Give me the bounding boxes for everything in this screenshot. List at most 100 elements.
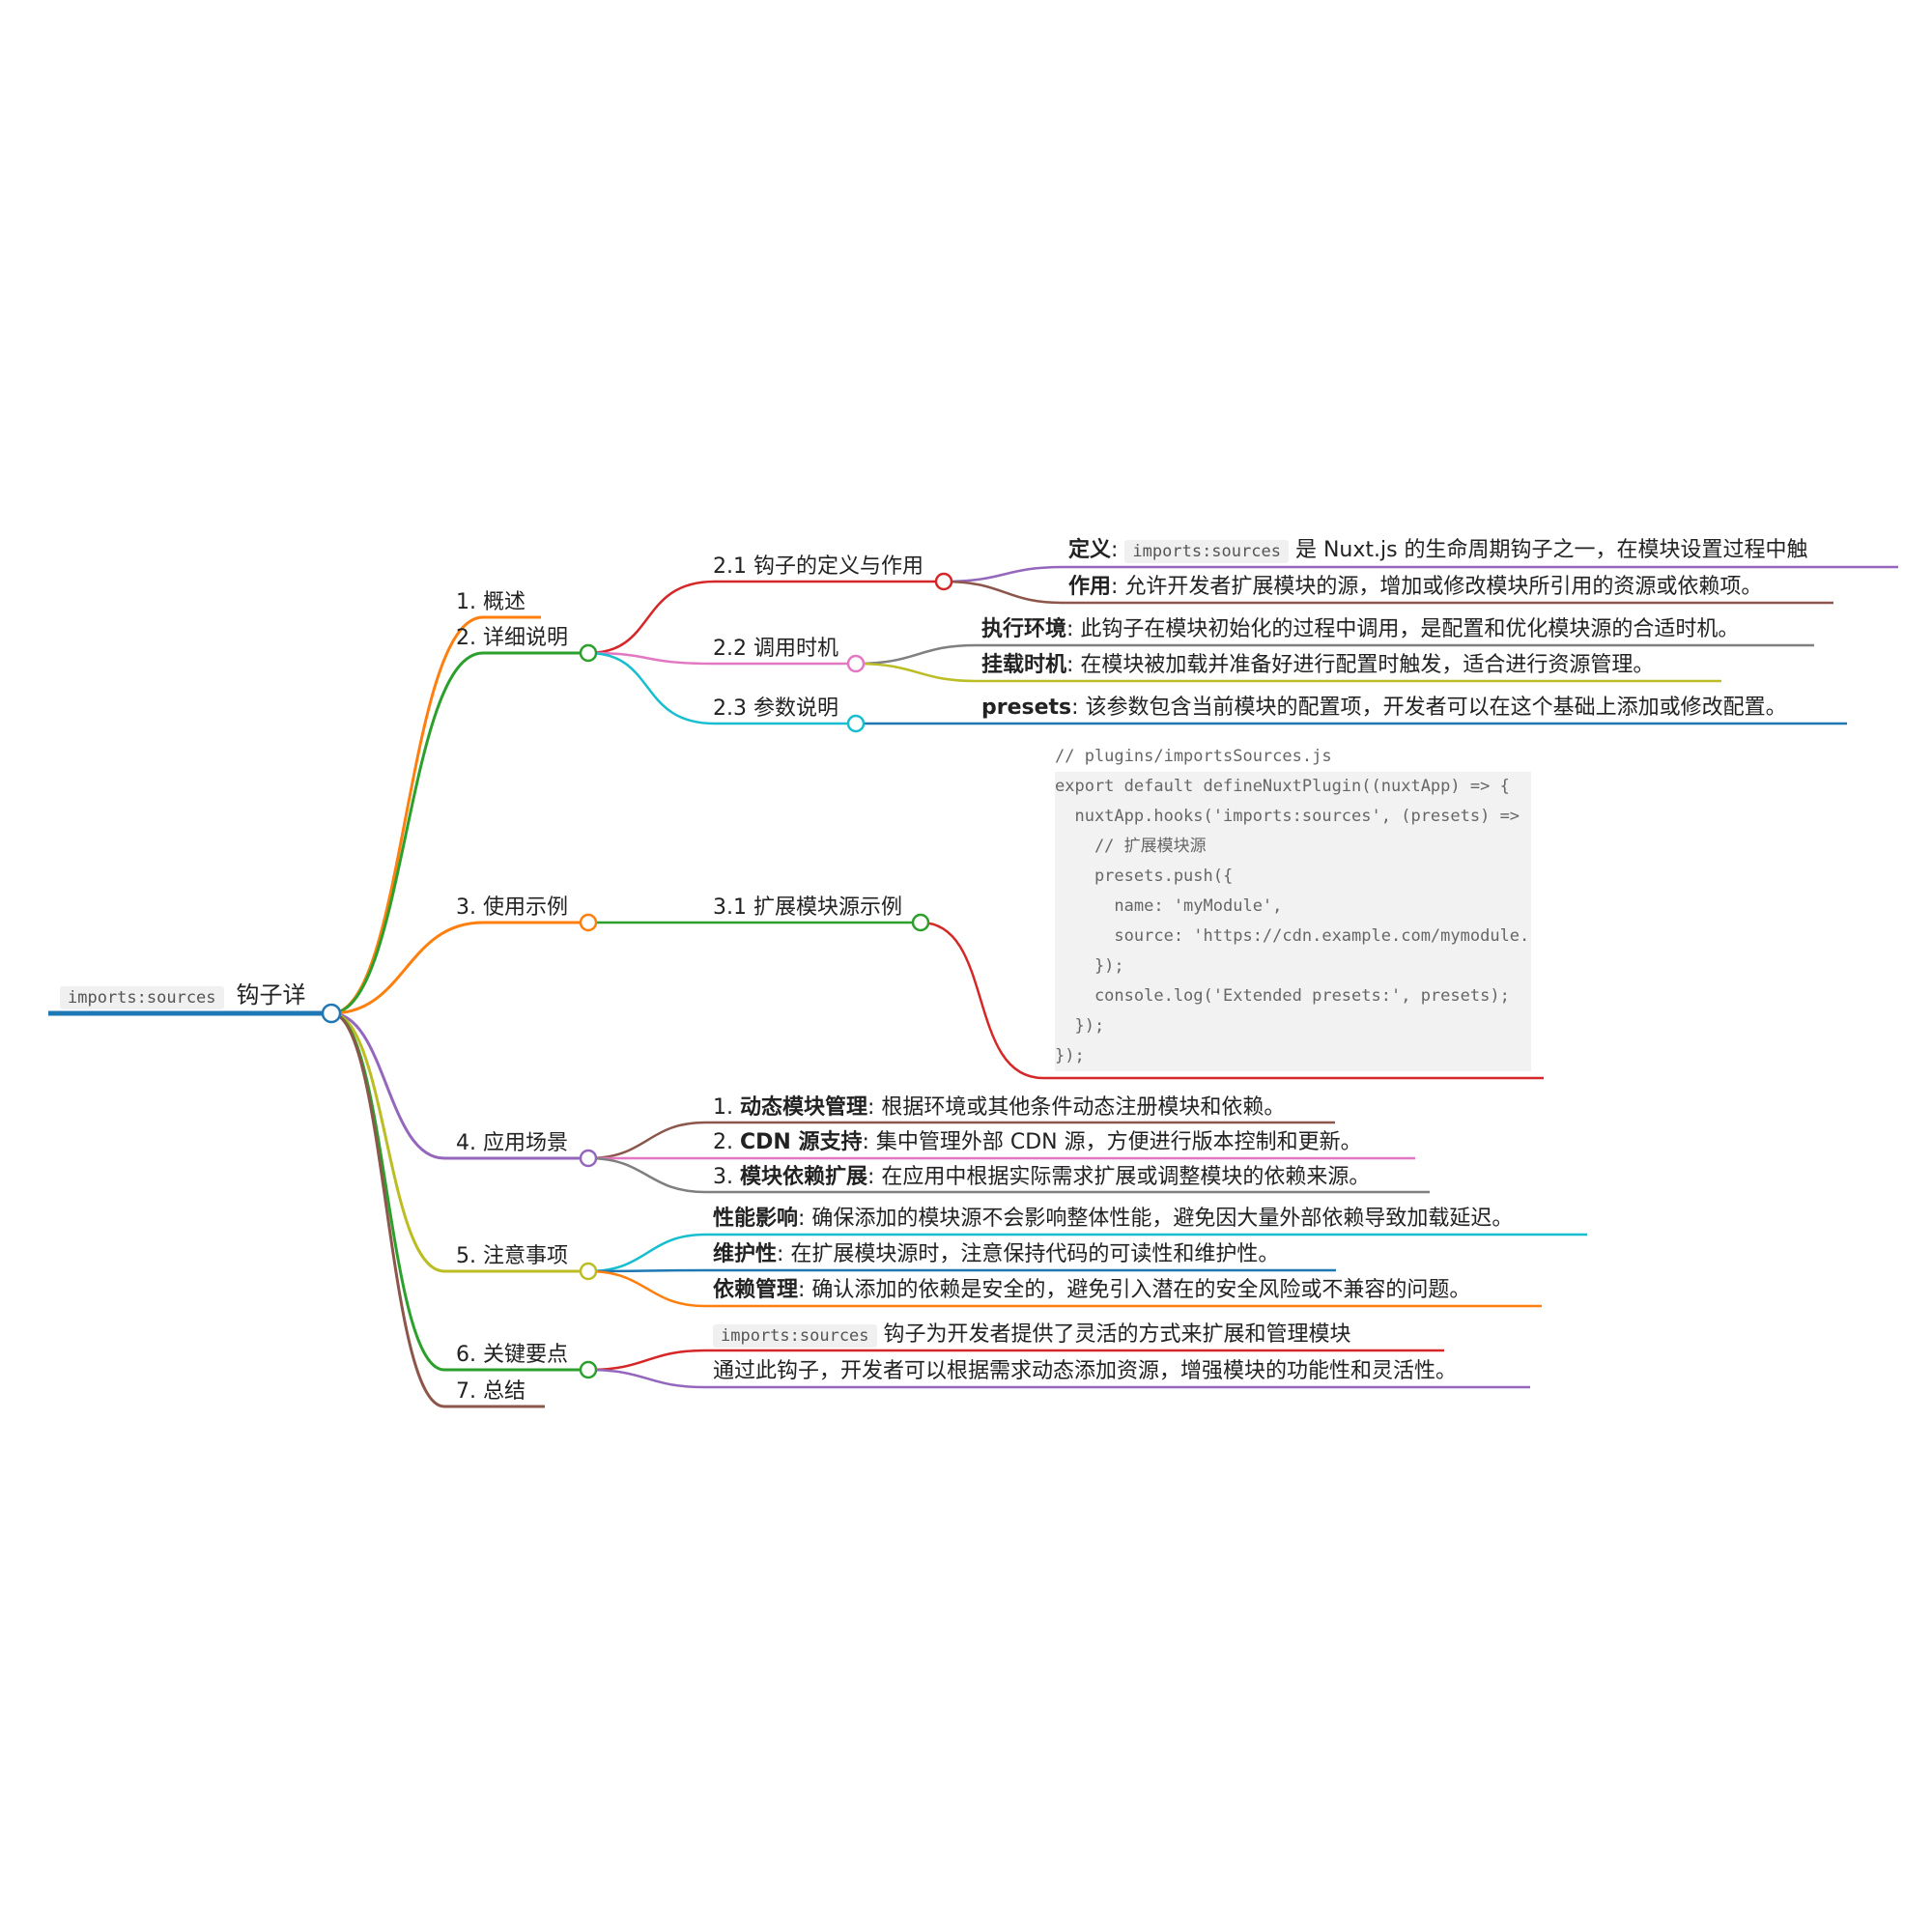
- item-bold: CDN 源支持: [739, 1130, 863, 1154]
- root-title[interactable]: imports:sources 钩子详: [60, 981, 306, 1011]
- link-6-b: [587, 1368, 1530, 1389]
- node-2-2: [846, 654, 866, 673]
- node-root: [321, 1003, 342, 1024]
- link-3-1-code: [920, 921, 1544, 1080]
- item-2-1-purpose[interactable]: 作用: 允许开发者扩展模块的源，增加或修改模块所引用的资源或依赖项。: [1068, 574, 1762, 601]
- item-bold: 维护性: [713, 1242, 778, 1266]
- branch-2-label[interactable]: 2. 详细说明: [456, 626, 568, 650]
- node-3-1-label[interactable]: 3.1 扩展模块源示例: [713, 895, 902, 920]
- code-line: // plugins/importsSources.js: [1055, 747, 1332, 766]
- item-prefix: 3.: [713, 1165, 740, 1189]
- item-6-1[interactable]: imports:sources 钩子为开发者提供了灵活的方式来扩展和管理模块: [713, 1321, 1351, 1350]
- item-bold: 动态模块管理: [739, 1095, 867, 1120]
- item-text: : 集中管理外部 CDN 源，方便进行版本控制和更新。: [862, 1130, 1362, 1154]
- link-5-a: [587, 1233, 1587, 1273]
- root-text: 钩子详: [236, 981, 306, 1009]
- link-branch-7: [330, 1011, 545, 1408]
- link-2-1-b: [943, 580, 1833, 605]
- link-2-2: [587, 651, 856, 666]
- node-2-1-label[interactable]: 2.1 钩子的定义与作用: [713, 554, 923, 579]
- link-branch-4: [330, 1011, 588, 1160]
- link-5-c: [587, 1269, 1542, 1308]
- item-bold: 依赖管理: [713, 1278, 799, 1302]
- item-text: 钩子为开发者提供了灵活的方式来扩展和管理模块: [883, 1322, 1351, 1347]
- link-2-1-a: [943, 565, 1898, 583]
- branch-3-label[interactable]: 3. 使用示例: [456, 895, 568, 920]
- item-4-1[interactable]: 1. 动态模块管理: 根据环境或其他条件动态注册模块和依赖。: [713, 1094, 1285, 1122]
- item-bold: presets: [981, 696, 1072, 720]
- item-text: 通过此钩子，开发者可以根据需求动态添加资源，增强模块的功能性和灵活性。: [713, 1359, 1458, 1383]
- node-branch-3: [579, 913, 598, 932]
- link-5-b: [587, 1268, 1336, 1273]
- item-bold: 作用: [1068, 575, 1112, 599]
- code-line: presets.push({: [1055, 862, 1531, 892]
- code-line: source: 'https://cdn.example.com/mymodul…: [1055, 922, 1531, 952]
- item-2-1-definition[interactable]: 定义: imports:sources 是 Nuxt.js 的生命周期钩子之一，…: [1068, 538, 1808, 563]
- code-line: console.log('Extended presets:', presets…: [1055, 981, 1531, 1011]
- link-2-2-a: [855, 643, 1814, 666]
- inline-code: imports:sources: [713, 1324, 877, 1348]
- item-bold: 性能影响: [713, 1207, 799, 1231]
- item-text: 是 Nuxt.js 的生命周期钩子之一，在模块设置过程中触: [1294, 538, 1808, 562]
- link-6-a: [587, 1349, 1444, 1372]
- branch-4-label[interactable]: 4. 应用场景: [456, 1131, 568, 1155]
- item-4-3[interactable]: 3. 模块依赖扩展: 在应用中根据实际需求扩展或调整模块的依赖来源。: [713, 1164, 1370, 1191]
- branch-6-label[interactable]: 6. 关键要点: [456, 1343, 568, 1367]
- item-text: : 在扩展模块源时，注意保持代码的可读性和维护性。: [777, 1242, 1280, 1266]
- item-bold: 挂载时机: [981, 653, 1067, 677]
- node-branch-6: [579, 1360, 598, 1379]
- node-2-3: [846, 714, 866, 733]
- item-5-2[interactable]: 维护性: 在扩展模块源时，注意保持代码的可读性和维护性。: [713, 1241, 1279, 1268]
- item-2-2-env[interactable]: 执行环境: 此钩子在模块初始化的过程中调用，是配置和优化模块源的合适时机。: [981, 616, 1739, 643]
- code-line: });: [1055, 1011, 1531, 1041]
- link-2-1: [587, 580, 944, 655]
- item-text: : 在模块被加载并准备好进行配置时触发，适合进行资源管理。: [1066, 653, 1655, 677]
- item-text: : 确认添加的依赖是安全的，避免引入潜在的安全风险或不兼容的问题。: [798, 1278, 1471, 1302]
- code-line: });: [1055, 1041, 1531, 1071]
- link-4-c: [587, 1156, 1430, 1194]
- link-branch-5: [330, 1011, 588, 1273]
- item-bold: 定义: [1068, 538, 1112, 562]
- branch-1-label[interactable]: 1. 概述: [456, 590, 526, 614]
- link-branch-2: [330, 651, 588, 1015]
- item-4-2[interactable]: 2. CDN 源支持: 集中管理外部 CDN 源，方便进行版本控制和更新。: [713, 1129, 1362, 1156]
- item-bold: 模块依赖扩展: [739, 1165, 867, 1189]
- branch-7-label[interactable]: 7. 总结: [456, 1379, 526, 1404]
- item-text: : 允许开发者扩展模块的源，增加或修改模块所引用的资源或依赖项。: [1111, 575, 1763, 599]
- code-line: export default defineNuxtPlugin((nuxtApp…: [1055, 772, 1531, 802]
- item-text: : 该参数包含当前模块的配置项，开发者可以在这个基础上添加或修改配置。: [1071, 696, 1787, 720]
- link-2-2-b: [855, 662, 1721, 683]
- item-6-2[interactable]: 通过此钩子，开发者可以根据需求动态添加资源，增强模块的功能性和灵活性。: [713, 1358, 1457, 1385]
- node-2-1: [934, 572, 953, 591]
- item-2-3-presets[interactable]: presets: 该参数包含当前模块的配置项，开发者可以在这个基础上添加或修改配…: [981, 695, 1787, 722]
- branch-5-label[interactable]: 5. 注意事项: [456, 1244, 568, 1268]
- item-text: : 确保添加的模块源不会影响整体性能，避免因大量外部依赖导致加载延迟。: [798, 1207, 1514, 1231]
- link-branch-1: [330, 615, 541, 1015]
- item-2-2-mount[interactable]: 挂载时机: 在模块被加载并准备好进行配置时触发，适合进行资源管理。: [981, 652, 1654, 679]
- node-branch-2: [579, 643, 598, 663]
- code-line: nuxtApp.hooks('imports:sources', (preset…: [1055, 802, 1531, 832]
- item-5-1[interactable]: 性能影响: 确保添加的模块源不会影响整体性能，避免因大量外部依赖导致加载延迟。: [713, 1206, 1513, 1233]
- node-3-1: [911, 913, 930, 932]
- item-text: : 在应用中根据实际需求扩展或调整模块的依赖来源。: [867, 1165, 1371, 1189]
- node-branch-4: [579, 1149, 598, 1168]
- item-text: : 此钩子在模块初始化的过程中调用，是配置和优化模块源的合适时机。: [1066, 617, 1740, 641]
- link-branch-6: [330, 1011, 588, 1372]
- root-code: imports:sources: [60, 986, 224, 1009]
- node-2-3-label[interactable]: 2.3 参数说明: [713, 696, 838, 721]
- item-text: : 根据环境或其他条件动态注册模块和依赖。: [867, 1095, 1286, 1120]
- item-prefix: 2.: [713, 1130, 740, 1154]
- item-bold: 执行环境: [981, 617, 1067, 641]
- node-branch-5: [579, 1262, 598, 1281]
- code-line: // 扩展模块源: [1055, 832, 1531, 862]
- code-line: name: 'myModule',: [1055, 892, 1531, 922]
- link-2-3: [587, 651, 856, 725]
- link-4-a: [587, 1121, 1335, 1160]
- code-example: // plugins/importsSources.js export defa…: [1055, 742, 1531, 1071]
- inline-code: imports:sources: [1124, 540, 1289, 563]
- item-prefix: 1.: [713, 1095, 740, 1120]
- code-line: });: [1055, 952, 1531, 981]
- item-5-3[interactable]: 依赖管理: 确认添加的依赖是安全的，避免引入潜在的安全风险或不兼容的问题。: [713, 1277, 1470, 1304]
- node-2-2-label[interactable]: 2.2 调用时机: [713, 637, 838, 661]
